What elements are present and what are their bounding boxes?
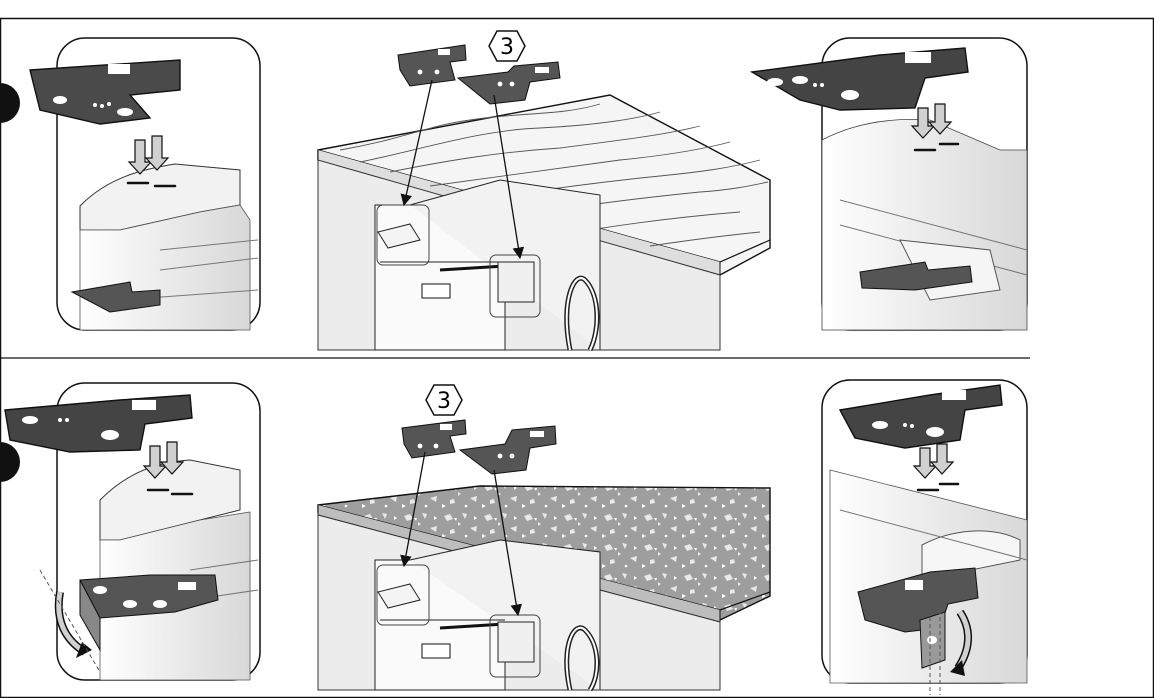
bracket-top-center-left: [397, 44, 467, 87]
bracket-bottom-right: [838, 384, 1003, 449]
detail-inset-bottom-right: [821, 379, 1028, 695]
callout-hexagon-top: [488, 30, 526, 62]
bracket-folded-bottom-left: [79, 574, 219, 652]
callout-label-top: 3: [500, 35, 514, 60]
detail-inset-top-right: [749, 37, 1028, 331]
bracket-top-center-right: [456, 61, 561, 105]
main-view-bottom: 3: [317, 384, 771, 692]
down-arrows-bottom-left: [142, 441, 185, 479]
bracket-mounted-top-right: [859, 261, 973, 291]
callout-hexagon-bottom: [425, 384, 463, 416]
down-arrows-bottom-right: [912, 443, 955, 479]
detail-inset-top-left: [29, 37, 261, 331]
down-arrows-top-right: [910, 103, 953, 139]
bracket-bottom-left: [4, 394, 193, 453]
bracket-bottom-center-right: [458, 425, 557, 475]
bracket-mounted-top-left: [70, 281, 161, 313]
callout-label-bottom: 3: [437, 389, 451, 414]
bracket-folded-bottom-right: [857, 567, 979, 669]
bracket-top-left: [29, 59, 181, 125]
main-view-top: 3: [317, 30, 771, 352]
bracket-bottom-center-left: [401, 419, 467, 459]
bracket-top-right: [749, 47, 969, 111]
step-badge-1: [0, 83, 20, 123]
step-badge-2: [0, 442, 20, 482]
down-arrows-top-left: [127, 135, 170, 175]
detail-inset-bottom-left: [4, 382, 261, 681]
